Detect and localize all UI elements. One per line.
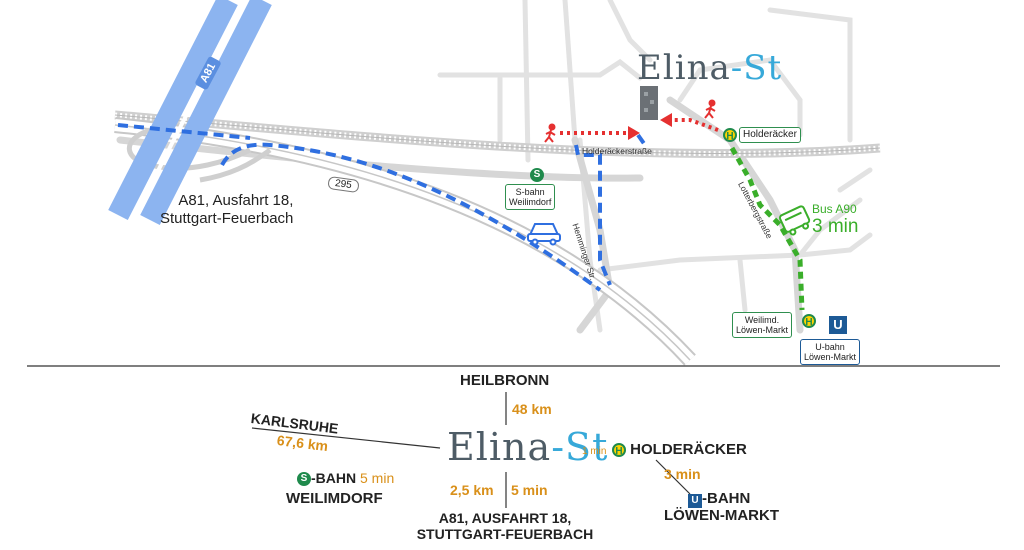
walk-route	[560, 118, 719, 135]
legend-brand-part1: Elina	[447, 425, 552, 469]
legend-ubahn-label: -BAHN	[702, 490, 751, 507]
legend-brand-part2: St	[565, 425, 609, 469]
legend-brand-dash: -	[551, 425, 566, 469]
exit-label-line2: Stuttgart-Feuerbach	[160, 210, 294, 227]
sbahn-icon: S	[530, 167, 544, 182]
bus-icon	[778, 205, 811, 236]
ubahn-station-line1: U-bahn	[815, 342, 845, 352]
legend-sbahn-station: WEILIMDORF	[286, 490, 383, 507]
map-brand-logo: Elina-St	[637, 50, 782, 86]
bus-line-label: Bus A90	[812, 202, 857, 216]
legend-connectors	[251, 392, 691, 508]
street-label-holderaecker: Holderäckerstraße	[582, 146, 652, 156]
loewen-markt-marker: H	[802, 312, 816, 330]
sbahn-station-line1: S-bahn	[515, 187, 545, 197]
sbahn-station-line2: Weilimdorf	[509, 197, 552, 207]
exit-label: A81, Ausfahrt 18, Stuttgart-Feuerbach	[160, 192, 293, 228]
legend-heilbronn-distance: 48 km	[512, 401, 552, 417]
ubahn-icon: U	[829, 316, 847, 334]
loewen-markt-stop-box: Weilimd. Löwen-Markt	[732, 312, 793, 338]
bus-stop-icon: H	[723, 128, 737, 142]
map-brand-dash: -	[730, 48, 744, 88]
walking-person-icon-left	[544, 123, 556, 143]
legend-highway-time: 5 min	[511, 482, 548, 498]
building-icon	[640, 86, 658, 120]
legend-highway-distance: 2,5 km	[450, 482, 494, 498]
walk-arrow-left	[628, 126, 640, 140]
map-brand-part2: St	[743, 48, 783, 88]
legend-bus-stop-icon: H	[612, 443, 626, 457]
legend-heilbronn: HEILBRONN	[460, 372, 550, 389]
motorway-a81	[108, 0, 272, 225]
car-route	[117, 123, 647, 292]
bus-route	[729, 146, 805, 311]
legend-holderaecker: H HOLDERÄCKER	[612, 441, 747, 458]
holderaecker-stop-box: Holderäcker	[739, 127, 801, 143]
road-295	[114, 117, 696, 366]
sbahn-marker: S	[530, 166, 544, 184]
legend-holderaecker-label: HOLDERÄCKER	[630, 441, 747, 458]
walking-person-icon-right	[704, 99, 716, 119]
exit-label-line1: A81, Ausfahrt 18,	[178, 192, 294, 209]
legend-ubahn: U-BAHN	[688, 490, 750, 508]
ubahn-marker: U	[829, 316, 847, 334]
railway	[114, 110, 881, 159]
legend-holderaecker-time: 1 min	[582, 446, 607, 457]
legend-sbahn: S-BAHN 5 min	[297, 470, 395, 487]
legend-sbahn-time: 5 min	[360, 470, 395, 486]
legend-highway-line1: A81, AUSFAHRT 18,	[438, 510, 572, 526]
ubahn-station-box: U-bahn Löwen-Markt	[800, 339, 861, 365]
sbahn-station-box: S-bahn Weilimdorf	[505, 184, 556, 210]
bus-info: Bus A90 3 min	[812, 200, 858, 236]
loewen-stop-line1: Weilimd.	[744, 315, 780, 325]
legend-brand-logo: Elina-St	[447, 427, 608, 467]
legend-ubahn-icon: U	[688, 494, 702, 508]
legend-ubahn-station: LÖWEN-MARKT	[664, 507, 779, 524]
bus-time-label: 3 min	[812, 216, 859, 237]
legend-sbahn-icon: S	[297, 472, 311, 487]
bus-stop-icon: H	[802, 314, 816, 328]
legend-highway: A81, AUSFAHRT 18, STUTTGART-FEUERBACH	[412, 510, 598, 542]
legend-sbahn-label: -BAHN	[311, 470, 357, 486]
car-icon	[527, 223, 561, 246]
legend-highway-line2: STUTTGART-FEUERBACH	[416, 526, 594, 542]
holderaecker-marker: H	[723, 126, 737, 144]
map-brand-part1: Elina	[637, 48, 731, 88]
loewen-stop-line2: Löwen-Markt	[736, 325, 789, 335]
legend-ubahn-time: 3 min	[664, 466, 701, 482]
walk-arrow-right	[660, 113, 672, 127]
ubahn-station-line2: Löwen-Markt	[804, 352, 857, 362]
